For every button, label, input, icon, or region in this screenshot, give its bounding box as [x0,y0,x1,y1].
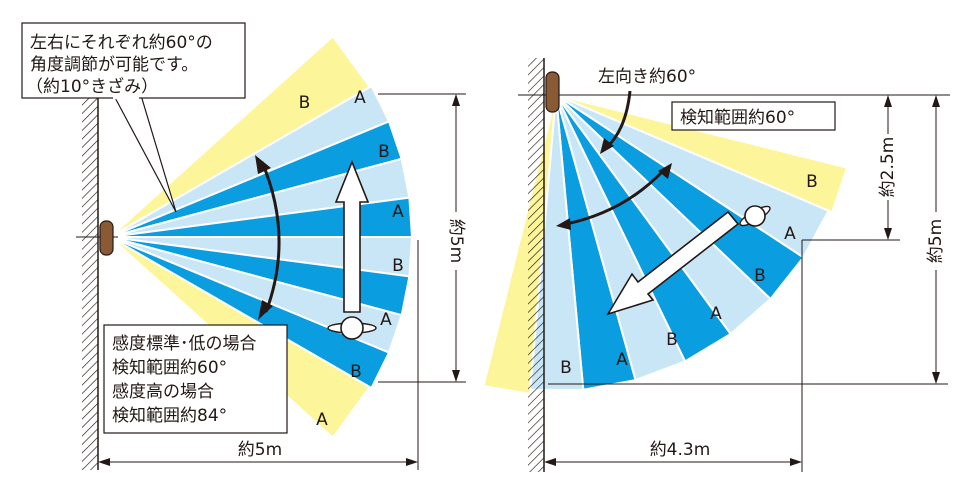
band-label-6: B [350,362,362,382]
right-panel: B A B A B A B 左向き約60° 検知範囲約60° 約2.5m [482,58,950,472]
swing-arrow-icon [260,161,281,313]
right-band-label-3: A [710,304,722,324]
callout-line-3: （約10°きざみ） [26,76,158,97]
callout-line-1: 左右にそれぞれ約60°の [30,33,213,53]
right-band-label-6: B [560,358,572,378]
callout-pointer [111,91,177,213]
right-band-label-0: B [806,172,818,192]
right-wall-hatch [528,58,544,472]
inner-height-label: 約2.5m [878,137,898,198]
callout-box [21,22,246,99]
swing-arrow-head-bottom [258,300,273,320]
band-label-1: A [354,88,366,108]
right-swing-arrow-icon [565,168,666,226]
info-line-4: 検知範囲約84° [112,406,227,426]
walking-direction-arrow [334,159,370,313]
right-band-label-5: A [616,350,628,370]
right-sensor-icon [545,71,560,113]
swing-arrow-head-top [255,155,271,174]
band-label-4: B [392,256,404,276]
height-dim-label: 約5m [446,219,466,263]
person-icon [327,316,377,340]
width-dim-label: 約5m [238,440,282,460]
info-line-2: 検知範囲約60° [112,358,227,378]
range-label-box [671,101,836,131]
callout-line-2: 角度調節が可能です。 [30,55,198,75]
right-band-label-2: B [754,266,766,286]
direction-label: 左向き約60° [598,67,696,87]
band-a-7 [109,236,391,390]
band-label-5: A [380,310,392,330]
right-band-label-4: B [666,330,678,350]
right-walking-direction-arrow [606,210,740,316]
info-line-1: 感度標準･低の場合 [112,334,257,354]
right-person-icon [739,205,771,227]
sensitivity-info-box [103,324,288,434]
range-label: 検知範囲約60° [680,108,795,128]
info-line-3: 感度高の場合 [112,382,214,402]
left-panel: B A B A B A B A 左右にそれぞれ約60°の 角度調節が可能です。 （約10°きざ… [21,22,466,470]
band-label-3: A [392,202,404,222]
wall-hatch [82,40,98,470]
right-detection-fan: B A B A B A B [482,94,849,396]
sensor-icon [99,220,114,256]
band-label-yellow-bottom: A [316,410,328,430]
band-label-yellow-top: B [299,93,311,113]
outer-height-label: 約5m [926,219,946,263]
right-width-label: 約4.3m [650,440,711,460]
right-band-label-1: A [784,224,796,244]
band-label-2: B [378,142,390,162]
